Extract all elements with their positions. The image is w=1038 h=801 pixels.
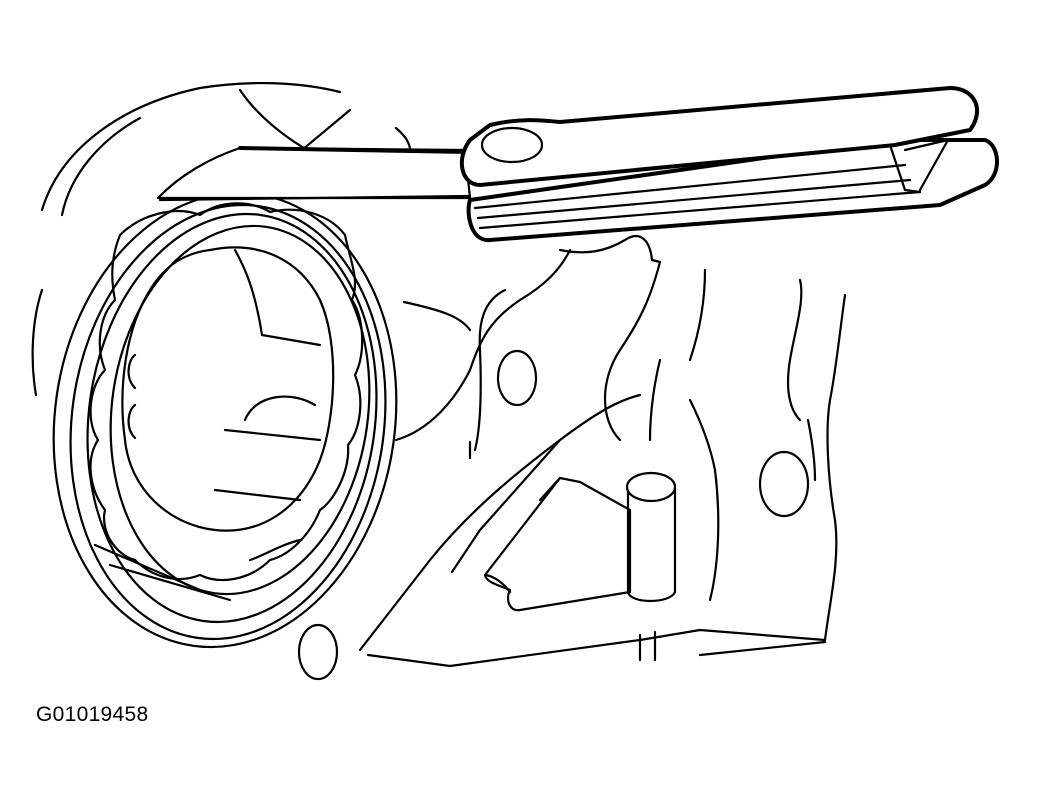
oil-seal-ring bbox=[52, 88, 398, 649]
engine-block bbox=[31, 81, 847, 668]
dowel-pin bbox=[625, 471, 677, 602]
dowel-bracket bbox=[483, 476, 632, 612]
seal-puller-tool bbox=[156, 86, 999, 242]
figure-id-label: G01019458 bbox=[36, 703, 149, 726]
bolt-holes bbox=[297, 349, 810, 681]
